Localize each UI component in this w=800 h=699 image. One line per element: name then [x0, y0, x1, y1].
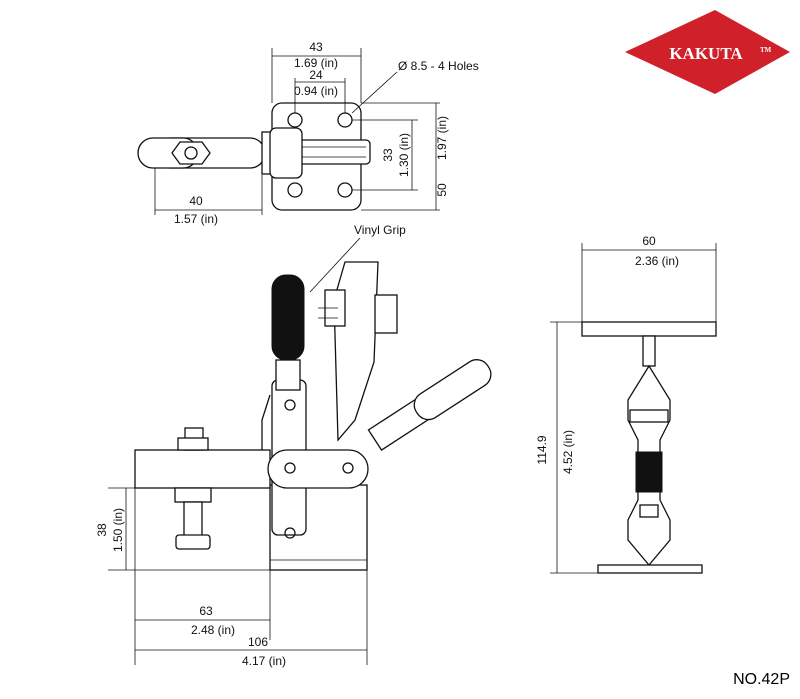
spindle-nut-top: [177, 437, 209, 451]
dim-arm-in: 1.57 (in): [174, 212, 218, 226]
front-view: 60 2.36 (in) 114.9 4.52 (in): [535, 234, 717, 574]
holes-note: Ø 8.5 - 4 Holes: [398, 59, 479, 73]
dim-side-height-in: 1.50 (in): [111, 508, 125, 552]
model-number: NO.42P: [733, 671, 790, 688]
dim-front-height-in: 4.52 (in): [561, 430, 575, 474]
brand-logo: KAKUTA TM: [625, 10, 790, 94]
dim-front-height-mm: 114.9: [535, 435, 549, 464]
dim-reach-in: 2.48 (in): [191, 623, 235, 637]
dim-vertical-spacing-in: 1.30 (in): [397, 133, 411, 177]
top-view: 43 1.69 (in) 24 0.94 (in) Ø 8.5 - 4 Hole…: [137, 40, 479, 226]
top-hex-nut: [171, 141, 211, 165]
dim-hole-spacing-in: 0.94 (in): [294, 84, 338, 98]
dim-arm-mm: 40: [189, 194, 203, 208]
grip-neck: [275, 359, 301, 391]
dim-front-width-mm: 60: [642, 234, 656, 248]
vinyl-grip-label: Vinyl Grip: [354, 223, 406, 237]
brand-trademark: TM: [760, 46, 772, 54]
spindle-pad: [175, 534, 211, 550]
handle-angled: [367, 359, 492, 451]
logo-diamond: [625, 10, 790, 94]
spindle-nut-bottom: [174, 487, 212, 503]
vinyl-grip: [271, 274, 305, 361]
spindle-shaft: [183, 501, 203, 538]
handle-open-position: [333, 261, 379, 442]
mount-hole: [287, 182, 303, 198]
dim-length-in: 4.17 (in): [242, 654, 286, 668]
dim-length-mm: 106: [248, 635, 268, 649]
dim-base-height-in: 1.97 (in): [435, 116, 449, 160]
side-view: Vinyl Grip 38 1.50 (in) 63 2.48 (in) 106…: [95, 223, 492, 668]
handle-angled-grip: [413, 359, 492, 421]
dim-hole-spacing-mm: 24: [309, 68, 323, 82]
top-pivot-block: [269, 127, 303, 179]
top-bolt: [184, 146, 198, 160]
dim-top-overall-mm: 43: [309, 40, 323, 54]
dim-reach-mm: 63: [199, 604, 213, 618]
brand-name: KAKUTA: [669, 44, 743, 63]
dim-side-height-mm: 38: [95, 523, 109, 537]
dim-base-height-mm: 50: [435, 183, 449, 197]
dim-top-overall-in: 1.69 (in): [294, 56, 338, 70]
side-link-bar: [267, 449, 369, 489]
dim-front-width-in: 2.36 (in): [635, 254, 679, 268]
front-handle-bar: [581, 321, 717, 337]
side-clamp-arm: [134, 449, 271, 489]
front-base: [597, 564, 703, 574]
dim-vertical-spacing-mm: 33: [381, 148, 395, 162]
